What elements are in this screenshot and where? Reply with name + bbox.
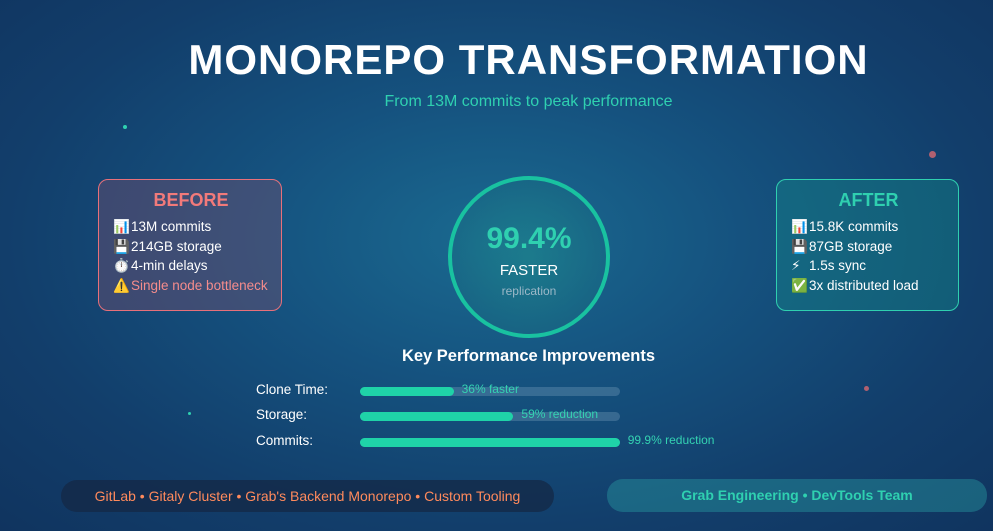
bar-chart-icon: 📊 — [113, 219, 130, 234]
lightning-icon: ⚡ — [791, 258, 801, 273]
after-item-text: 15.8K commits — [809, 219, 899, 234]
metric-note: 36% faster — [461, 382, 519, 396]
decorative-dot — [188, 412, 191, 415]
bar-chart-icon: 📊 — [791, 219, 808, 234]
before-item-text: 4-min delays — [131, 258, 208, 273]
decorative-dot — [929, 151, 936, 158]
progress-track — [360, 412, 620, 421]
after-item-storage: 💾87GB storage — [791, 237, 946, 257]
before-heading: BEFORE — [153, 190, 229, 210]
after-heading: AFTER — [838, 190, 899, 210]
after-item-text: 1.5s sync — [809, 258, 867, 273]
decorative-dot — [864, 386, 869, 391]
team-credit-pill: Grab Engineering • DevTools Team — [607, 479, 987, 512]
speed-highlight-ring: 99.4% FASTER replication — [448, 176, 610, 338]
improvements-title: Key Performance Improvements — [401, 347, 656, 365]
metric-label: Clone Time: — [256, 382, 329, 397]
before-item-text: 214GB storage — [131, 238, 222, 254]
before-item-delays: ⏱️4-min delays — [113, 256, 269, 276]
after-item-commits: 📊15.8K commits — [791, 217, 946, 237]
progress-fill — [360, 387, 454, 396]
decorative-dot — [123, 125, 127, 129]
before-card: BEFORE 📊13M commits 💾214GB storage ⏱️4-m… — [98, 179, 282, 311]
after-item-load: ✅3x distributed load — [791, 276, 946, 296]
tech-stack-pill: GitLab • Gitaly Cluster • Grab's Backend… — [61, 480, 554, 512]
metric-note: 59% reduction — [521, 407, 599, 421]
highlight-label: FASTER — [499, 262, 559, 279]
after-item-text: 87GB storage — [809, 238, 893, 254]
progress-track — [360, 387, 620, 396]
after-item-sync: ⚡ 1.5s sync — [791, 256, 946, 276]
progress-fill — [360, 412, 514, 421]
page-title: MONOREPO TRANSFORMATION — [188, 36, 869, 83]
metric-label: Storage: — [256, 407, 308, 422]
warning-icon: ⚠️ — [113, 277, 130, 293]
before-item-commits: 📊13M commits — [113, 217, 269, 237]
page-subtitle: From 13M commits to peak performance — [384, 93, 673, 110]
progress-fill — [360, 438, 620, 447]
before-item-bottleneck: ⚠️Single node bottleneck — [113, 276, 269, 296]
before-item-storage: 💾214GB storage — [113, 237, 269, 257]
highlight-caption: replication — [501, 284, 557, 298]
floppy-disk-icon: 💾 — [791, 238, 808, 254]
check-icon: ✅ — [791, 277, 808, 293]
progress-track — [360, 438, 620, 447]
before-item-text: Single node bottleneck — [131, 277, 268, 293]
after-item-text: 3x distributed load — [809, 277, 919, 293]
after-card: AFTER 📊15.8K commits 💾87GB storage ⚡ 1.5s… — [776, 179, 959, 311]
highlight-value: 99.4% — [486, 222, 572, 255]
stopwatch-icon: ⏱️ — [113, 258, 130, 273]
metric-label: Commits: — [256, 433, 313, 448]
metric-note: 99.9% reduction — [627, 433, 715, 447]
before-item-text: 13M commits — [131, 219, 212, 234]
floppy-disk-icon: 💾 — [113, 238, 130, 254]
